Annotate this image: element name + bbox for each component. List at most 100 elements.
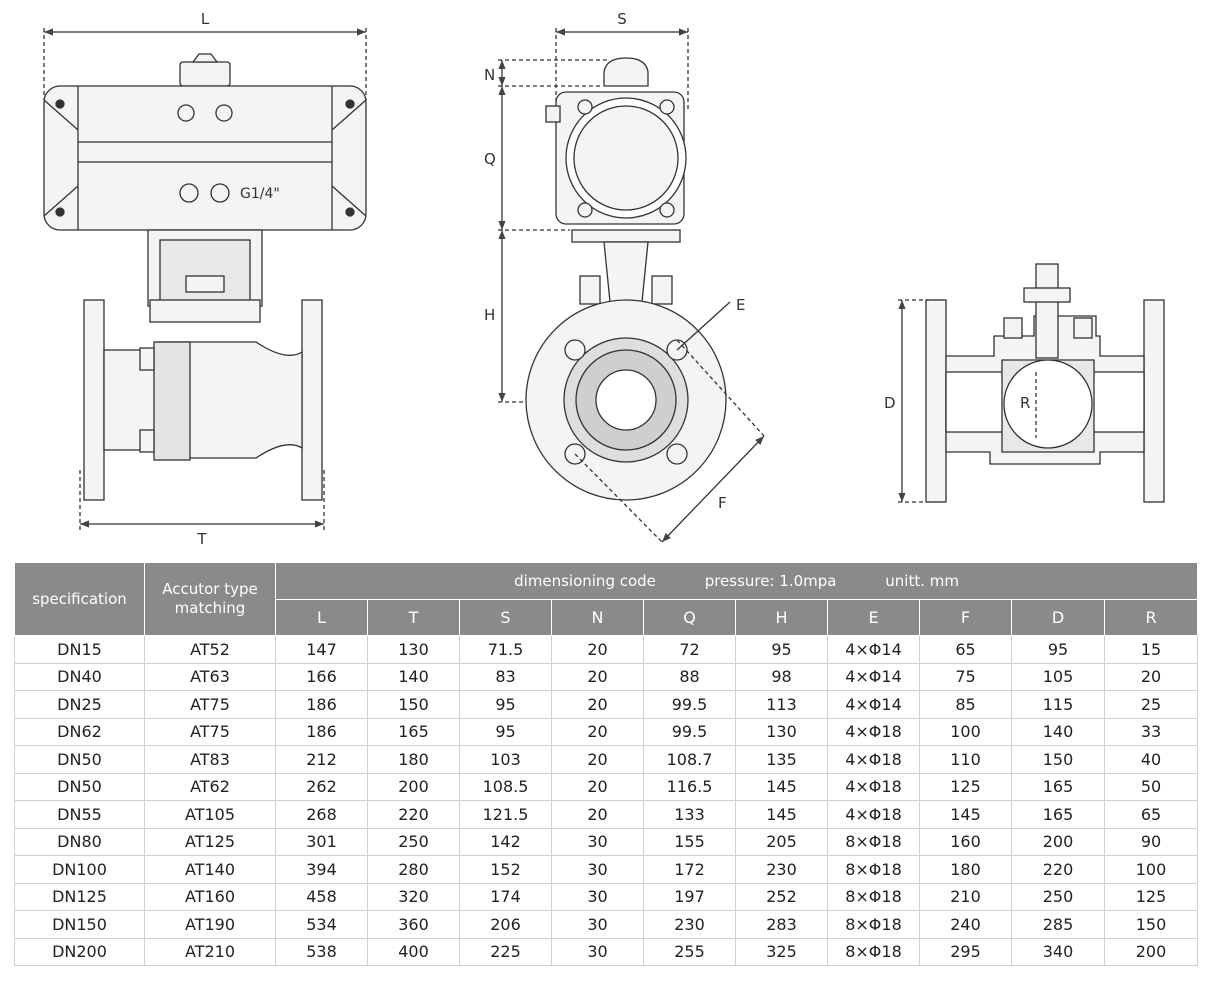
table-cell: 20: [551, 745, 644, 774]
table-cell: 71.5: [459, 635, 552, 664]
table-cell: AT62: [144, 772, 276, 801]
dim-label-E: E: [736, 296, 745, 314]
table-cell: 205: [735, 827, 828, 856]
table-cell: 197: [643, 882, 736, 911]
table-cell: 130: [367, 635, 460, 664]
table-cell: 75: [919, 662, 1012, 691]
table-cell: AT160: [144, 882, 276, 911]
table-cell: 135: [735, 745, 828, 774]
table-cell: 165: [367, 717, 460, 746]
table-cell: 145: [735, 772, 828, 801]
dimension-table: specification Accutor type matching dime…: [14, 562, 1199, 966]
table-cell: 186: [275, 690, 368, 719]
table-cell: 108.7: [643, 745, 736, 774]
table-cell: DN50: [14, 772, 145, 801]
table-cell: 30: [551, 882, 644, 911]
table-cell: AT125: [144, 827, 276, 856]
column-header: E: [827, 599, 920, 636]
dim-label-L: L: [201, 10, 210, 28]
spec-table-container: specification Accutor type matching dime…: [14, 562, 1199, 966]
table-cell: 50: [1103, 772, 1199, 801]
table-cell: 301: [275, 827, 368, 856]
table-cell: 20: [551, 800, 644, 829]
table-cell: 165: [1011, 772, 1105, 801]
table-cell: 180: [367, 745, 460, 774]
table-cell: 85: [919, 690, 1012, 719]
table-cell: 360: [367, 910, 460, 939]
table-cell: 172: [643, 855, 736, 884]
table-cell: 155: [643, 827, 736, 856]
table-cell: 99.5: [643, 690, 736, 719]
front-view: [43, 28, 367, 530]
table-cell: AT210: [144, 937, 276, 966]
dim-label-Q: Q: [484, 150, 496, 168]
table-cell: DN55: [14, 800, 145, 829]
dim-label-R: R: [1020, 394, 1030, 412]
header-actuator-type: Accutor type matching: [144, 562, 276, 636]
table-cell: 25: [1103, 690, 1199, 719]
table-cell: 200: [367, 772, 460, 801]
table-cell: AT190: [144, 910, 276, 939]
table-cell: 268: [275, 800, 368, 829]
table-cell: 20: [551, 690, 644, 719]
table-cell: 4×Φ18: [827, 800, 920, 829]
table-cell: 212: [275, 745, 368, 774]
table-cell: 147: [275, 635, 368, 664]
header-pressure: pressure: 1.0mpa: [704, 572, 837, 590]
column-header: H: [735, 599, 828, 636]
table-cell: 210: [919, 882, 1012, 911]
table-cell: 150: [1103, 910, 1199, 939]
column-header: T: [367, 599, 460, 636]
table-cell: 458: [275, 882, 368, 911]
table-cell: 230: [735, 855, 828, 884]
table-cell: 103: [459, 745, 552, 774]
table-cell: 200: [1103, 937, 1199, 966]
table-cell: 150: [1011, 745, 1105, 774]
table-cell: 285: [1011, 910, 1105, 939]
table-cell: 105: [1011, 662, 1105, 691]
dim-label-T: T: [196, 530, 207, 548]
table-cell: 4×Φ14: [827, 635, 920, 664]
table-cell: DN125: [14, 882, 145, 911]
table-cell: 95: [735, 635, 828, 664]
table-cell: 4×Φ14: [827, 662, 920, 691]
table-cell: 30: [551, 937, 644, 966]
table-cell: 90: [1103, 827, 1199, 856]
table-cell: 8×Φ18: [827, 855, 920, 884]
table-cell: 4×Φ14: [827, 690, 920, 719]
table-cell: 99.5: [643, 717, 736, 746]
table-cell: 206: [459, 910, 552, 939]
header-specification: specification: [14, 562, 145, 636]
table-cell: 283: [735, 910, 828, 939]
table-cell: 83: [459, 662, 552, 691]
table-cell: AT83: [144, 745, 276, 774]
header-unit: unitt. mm: [885, 572, 959, 590]
table-cell: 240: [919, 910, 1012, 939]
table-cell: 340: [1011, 937, 1105, 966]
table-cell: DN40: [14, 662, 145, 691]
table-cell: 72: [643, 635, 736, 664]
table-cell: 110: [919, 745, 1012, 774]
table-cell: 20: [551, 635, 644, 664]
table-cell: 8×Φ18: [827, 937, 920, 966]
table-cell: 140: [1011, 717, 1105, 746]
table-cell: 280: [367, 855, 460, 884]
table-cell: 20: [1103, 662, 1199, 691]
dim-label-D: D: [884, 394, 896, 412]
table-cell: 220: [1011, 855, 1105, 884]
table-cell: 20: [551, 717, 644, 746]
table-cell: 145: [919, 800, 1012, 829]
table-cell: 400: [367, 937, 460, 966]
column-header: N: [551, 599, 644, 636]
table-cell: 140: [367, 662, 460, 691]
header-dimensioning-meta: dimensioning code pressure: 1.0mpa unitt…: [274, 562, 1199, 600]
table-cell: 88: [643, 662, 736, 691]
table-cell: 4×Φ18: [827, 745, 920, 774]
